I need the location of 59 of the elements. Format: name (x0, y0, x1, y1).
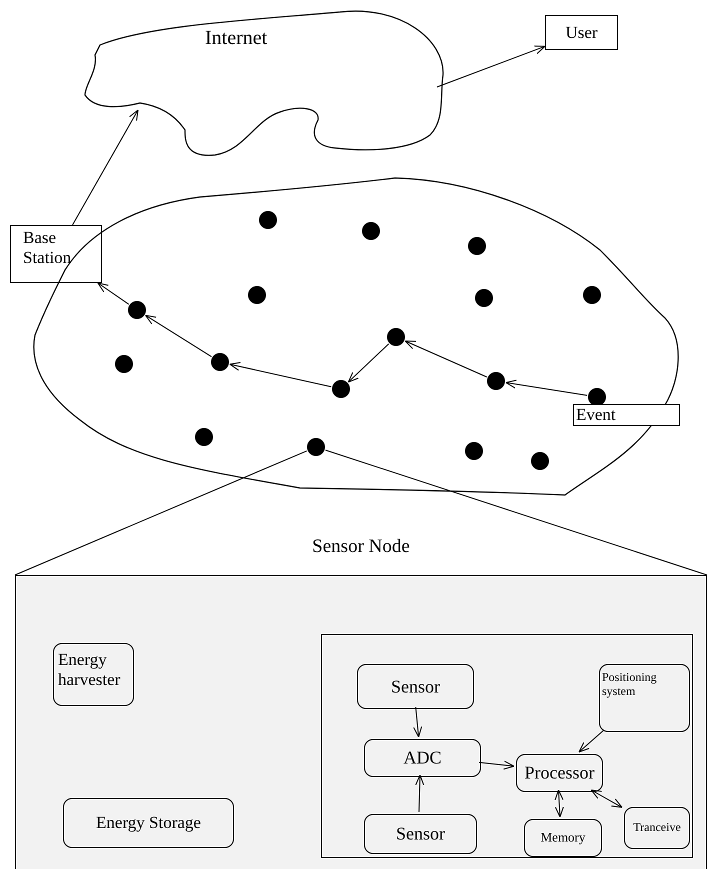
double-arrow (554, 790, 564, 818)
node-label: Sensor (391, 676, 440, 697)
node-label: Processor (524, 762, 594, 784)
arrow (404, 340, 488, 378)
sensor-dot (248, 286, 266, 304)
positioning-system-box (599, 664, 690, 732)
connector-line (325, 450, 708, 576)
node-label: Memory (540, 830, 586, 846)
arrow (229, 362, 332, 388)
event-box (573, 404, 680, 426)
node-label: Base Station (23, 228, 72, 268)
sensor-dot (128, 301, 146, 319)
energy-storage-box (63, 798, 234, 848)
adc-box (364, 739, 481, 777)
node-label: Tranceive (633, 821, 681, 835)
node-label: Energy Storage (96, 813, 201, 833)
user-box (545, 15, 618, 50)
memory-box (524, 819, 602, 857)
node-label: Sensor (396, 824, 445, 844)
double-arrow (590, 790, 622, 808)
panel-heading: Sensor Node (312, 536, 410, 558)
arrow (413, 706, 422, 738)
sensor-dot (211, 353, 229, 371)
sensor-dot (487, 372, 505, 390)
node-label: Internet (205, 27, 268, 50)
arrow (505, 380, 588, 396)
sensor-dot (468, 237, 486, 255)
sensor-dot (583, 286, 601, 304)
sensor-box (364, 814, 477, 854)
arrow (436, 46, 546, 88)
arrow (415, 774, 424, 812)
sensor-dot (465, 442, 483, 460)
sensor-dot (362, 222, 380, 240)
energy-harvester-box (53, 643, 134, 706)
node-label: Positioning system (602, 671, 658, 699)
node-label: Energy harvester (58, 650, 122, 690)
connector-line (14, 450, 308, 576)
arrow (145, 314, 212, 358)
sensor-dot (332, 380, 350, 398)
arrow (348, 343, 390, 383)
sensor-dot (475, 289, 493, 307)
processor-box (516, 754, 603, 792)
node-label: ADC (404, 748, 442, 768)
sensor-dot (115, 355, 133, 373)
arrow (72, 110, 138, 226)
transceiver-box (624, 807, 690, 849)
node-label: Event (576, 405, 616, 425)
sensor-dot (195, 428, 213, 446)
sensor-dot (307, 438, 325, 456)
node-label: User (565, 22, 598, 42)
component-frame (321, 634, 693, 858)
sensor-box (357, 664, 474, 709)
sensor-dot (259, 211, 277, 229)
base-station-box (10, 225, 102, 283)
arrow (97, 282, 130, 305)
arrow (478, 760, 514, 770)
sensor-dot (531, 452, 549, 470)
arrow (578, 730, 604, 752)
sensor-dot (387, 328, 405, 346)
